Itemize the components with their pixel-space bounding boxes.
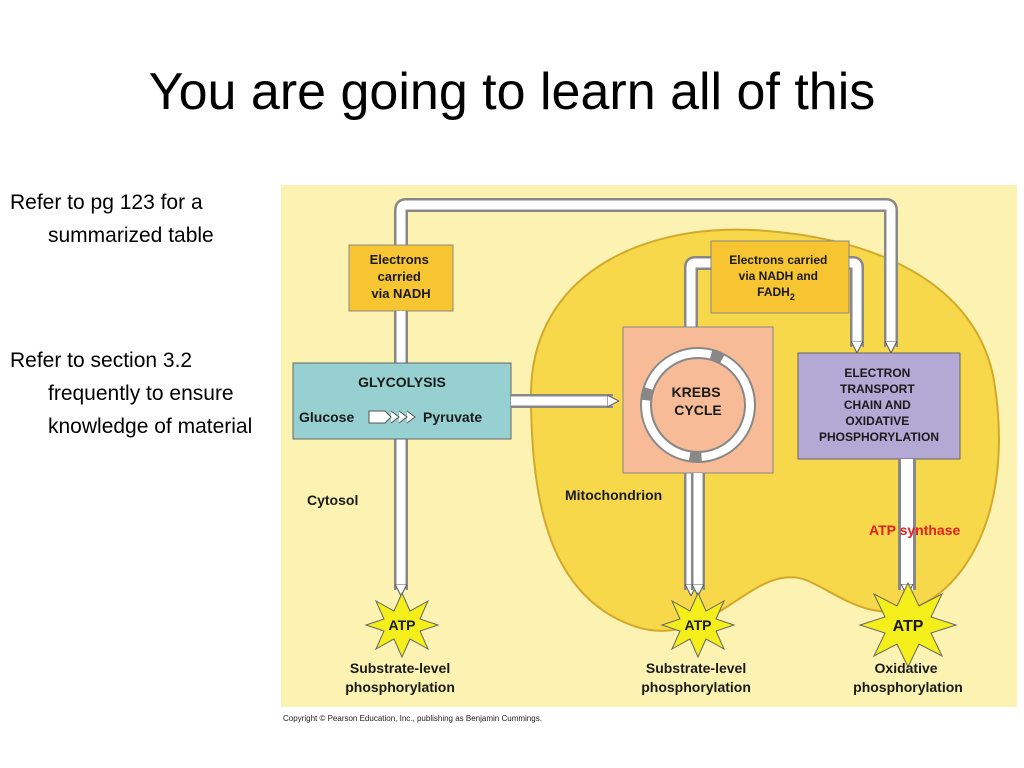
pyruvate-label: Pyruvate [423, 409, 482, 425]
krebs-line1: KREBS [672, 384, 721, 400]
electrons-nadh-fadh-line1: Electrons carried [729, 253, 827, 267]
etc-line2: TRANSPORT [840, 382, 915, 396]
atp-star-krebs: ATP [660, 591, 736, 659]
electrons-nadh-line2: carried [378, 269, 421, 284]
fadh-subscript: 2 [790, 292, 795, 302]
electrons-nadh-line3: via NADH [371, 286, 430, 301]
glycolysis-label: GLYCOLYSIS [358, 374, 446, 390]
etc-line5: PHOSPHORYLATION [819, 430, 939, 444]
svg-text:Electrons carried via NADH: Electrons carried via NADH and FADH2 [729, 253, 830, 302]
substrate-level-label-2b: phosphorylation [641, 679, 751, 695]
slide-title: You are going to learn all of this [148, 63, 876, 121]
atp-label-3: ATP [893, 618, 924, 635]
bullet-list: Refer to pg 123 for a summarized table R… [10, 186, 272, 535]
atp-label-1: ATP [389, 617, 416, 633]
electron-transport-box [797, 352, 961, 460]
etc-line4: OXIDATIVE [845, 414, 909, 428]
svg-text:Electrons carried via: Electrons carried via NADH [370, 252, 433, 301]
mitochondrion-label: Mitochondrion [565, 487, 662, 503]
copyright-notice: Copyright © Pearson Education, Inc., pub… [283, 714, 542, 723]
atp-star-glycolysis: ATP [364, 591, 440, 659]
krebs-line2: CYCLE [674, 402, 721, 418]
atp-synthase-label: ATP synthase [869, 522, 961, 538]
svg-text:Substrate-level phosphoryl: Substrate-level phosphorylation Substrat… [345, 660, 963, 695]
krebs-cycle-icon [642, 349, 754, 461]
respiration-diagram-svg: Electrons carried via NADH Electrons car… [292, 198, 1000, 695]
glucose-label: Glucose [299, 409, 354, 425]
bullet-table-reference: Refer to pg 123 for a summarized table [10, 191, 214, 247]
oxidative-label-a: Oxidative [875, 660, 938, 676]
glycolysis-box [292, 362, 512, 440]
cytosol-label: Cytosol [307, 492, 358, 508]
electrons-nadh-line1: Electrons [370, 252, 429, 267]
electrons-nadh-fadh-line2: via NADH and [739, 269, 818, 283]
electrons-nadh-fadh-line3: FADH [757, 285, 790, 299]
etc-line3: CHAIN AND [844, 398, 911, 412]
respiration-diagram: Electrons carried via NADH Electrons car… [281, 185, 1017, 707]
substrate-level-label-1a: Substrate-level [350, 660, 450, 676]
oxidative-label-b: phosphorylation [853, 679, 963, 695]
substrate-level-label-2a: Substrate-level [646, 660, 746, 676]
bullet-section-reference: Refer to section 3.2 frequently to ensur… [10, 349, 253, 438]
electrons-nadh-fadh-box [710, 240, 850, 314]
substrate-level-label-1b: phosphorylation [345, 679, 455, 695]
svg-text:KREBS CYCLE: KREBS CYCLE [672, 384, 725, 418]
atp-label-2: ATP [685, 617, 712, 633]
etc-line1: ELECTRON [844, 366, 910, 380]
electrons-nadh-box [348, 244, 454, 312]
atp-star-oxidative: ATP [858, 581, 958, 669]
glucose-to-pyruvate-arrows [368, 410, 416, 424]
svg-text:ELECTRON TRANSPORT CHA: ELECTRON TRANSPORT CHAIN AND OXIDATIVE P… [819, 366, 939, 444]
